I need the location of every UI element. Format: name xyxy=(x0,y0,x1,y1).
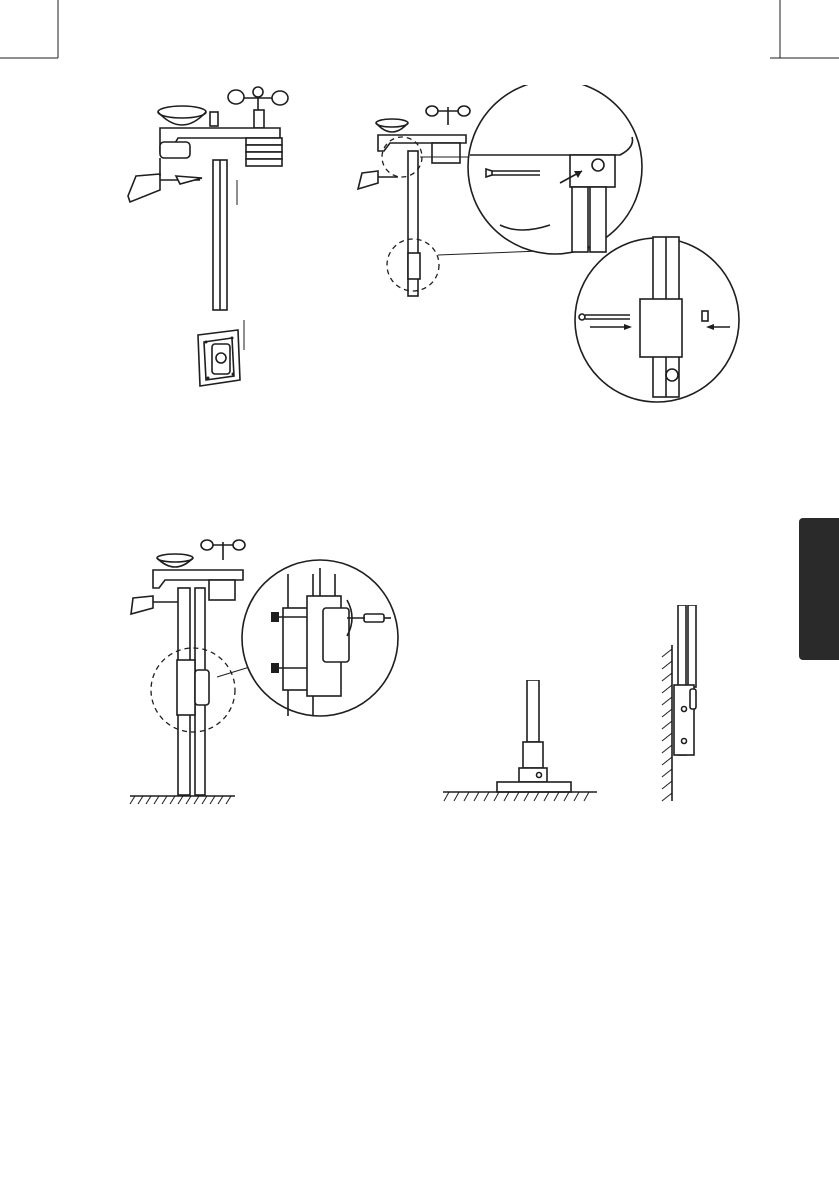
mounting-step-1-illustration xyxy=(120,80,310,400)
rain-gauge-icon xyxy=(158,106,218,126)
mounting-step-3-illustration xyxy=(125,530,415,810)
mounting-option-wall-illustration xyxy=(650,605,720,805)
small-station-icon xyxy=(358,106,470,296)
section-thumb-tab xyxy=(799,518,839,660)
crop-mark-top-right xyxy=(770,0,839,60)
mounting-step-2-illustration xyxy=(350,85,750,405)
top-screw-detail-magnifier xyxy=(468,85,642,254)
mounting-bracket-icon xyxy=(198,330,240,386)
ground-hatch-icon xyxy=(444,792,589,801)
crop-mark-top-left xyxy=(0,0,60,60)
mounting-option-ground-illustration xyxy=(435,680,605,810)
radiation-shield-icon xyxy=(246,138,282,166)
clamp-detail-magnifier xyxy=(242,560,398,716)
anemometer-icon xyxy=(228,87,288,128)
wind-vane-icon xyxy=(128,158,202,202)
ground-hatch-icon xyxy=(130,796,231,804)
wall-hatch-icon xyxy=(662,649,672,801)
bottom-screw-detail-magnifier xyxy=(575,237,739,402)
